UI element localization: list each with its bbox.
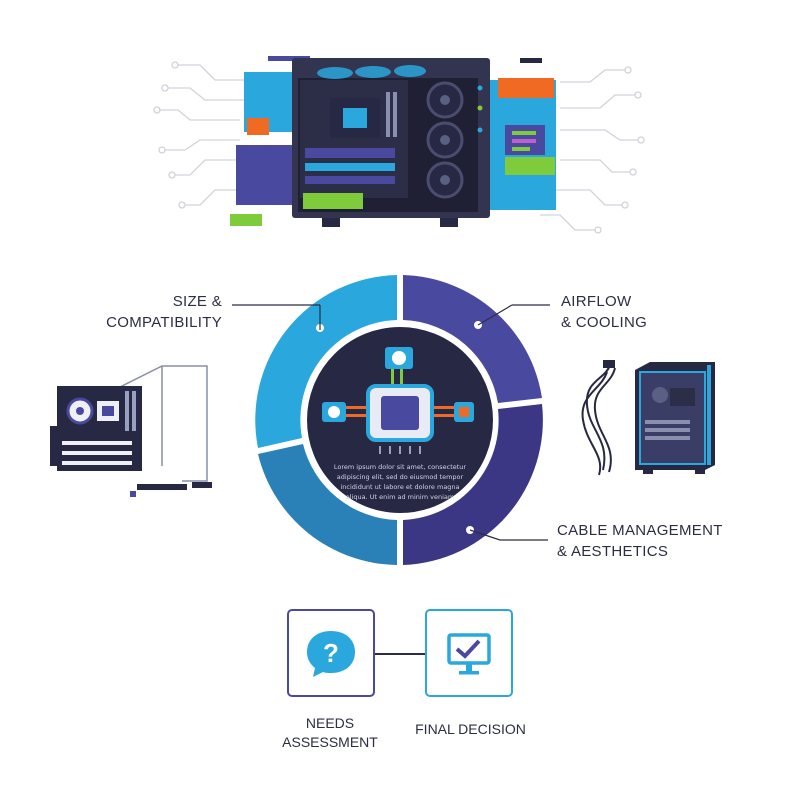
ring-segment-size	[255, 275, 397, 448]
hero-pc-illustration	[153, 56, 645, 234]
center-text-line: incididunt ut labore et dolore magna	[340, 483, 460, 491]
case-cable-illustration	[581, 360, 715, 476]
circuit-traces-left	[153, 61, 245, 209]
step-box-needs-assessment: ?	[287, 609, 375, 697]
monitor-check-icon	[447, 633, 491, 675]
center-text-line: aliqua. Ut enim ad minim veniam	[345, 493, 455, 501]
step-label-needs-assessment: NEEDS ASSESSMENT	[282, 715, 378, 750]
label-size-compatibility: SIZE & COMPATIBILITY	[106, 293, 222, 331]
center-text-line: Lorem ipsum dolor sit amet, consectetur	[333, 463, 467, 471]
ring-segment-size-lower	[258, 444, 397, 565]
center-description: Lorem ipsum dolor sit amet, consectetur …	[320, 462, 480, 502]
ring-segment-cable	[403, 404, 543, 565]
step-connector	[375, 653, 425, 655]
center-text-line: adipiscing elit, sed do eiusmod tempor	[336, 473, 464, 481]
evaluation-ring	[255, 275, 543, 565]
question-bubble-icon: ?	[307, 631, 355, 677]
circuit-traces-right	[540, 66, 645, 234]
label-cable-management: CABLE MANAGEMENT & AESTHETICS	[557, 522, 723, 560]
ring-segment-airflow	[403, 275, 542, 403]
step-label-final-decision: FINAL DECISION	[415, 721, 526, 737]
label-airflow-cooling: AIRFLOW & COOLING	[561, 293, 648, 331]
step-box-final-decision	[425, 609, 513, 697]
motherboard-illustration	[50, 365, 212, 497]
svg-text:?: ?	[323, 638, 339, 668]
